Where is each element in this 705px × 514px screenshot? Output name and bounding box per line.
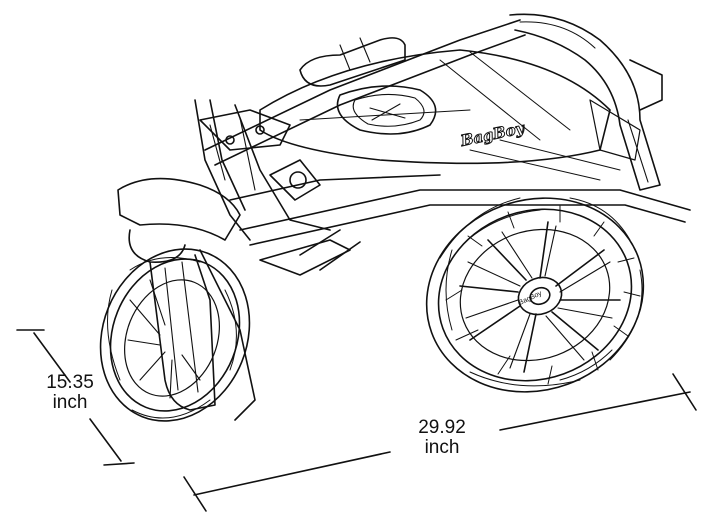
width-value: 29.92 xyxy=(418,417,466,438)
cart-frame xyxy=(194,19,691,276)
width-label: 29.92 inch xyxy=(392,418,492,458)
bag-tray xyxy=(259,37,621,181)
handle xyxy=(509,13,663,191)
depth-label: 15.35 inch xyxy=(22,373,118,413)
frame-logo: BagBoy xyxy=(458,119,527,150)
depth-dimension-line xyxy=(16,329,135,466)
depth-value: 15.35 xyxy=(46,372,94,393)
depth-unit: inch xyxy=(52,392,88,413)
front-wheel xyxy=(99,248,251,422)
fold-hinge xyxy=(199,109,321,201)
front-fork xyxy=(117,177,256,421)
rear-wheel xyxy=(425,197,645,393)
width-dimension-line xyxy=(183,373,697,512)
width-unit: inch xyxy=(424,437,460,458)
